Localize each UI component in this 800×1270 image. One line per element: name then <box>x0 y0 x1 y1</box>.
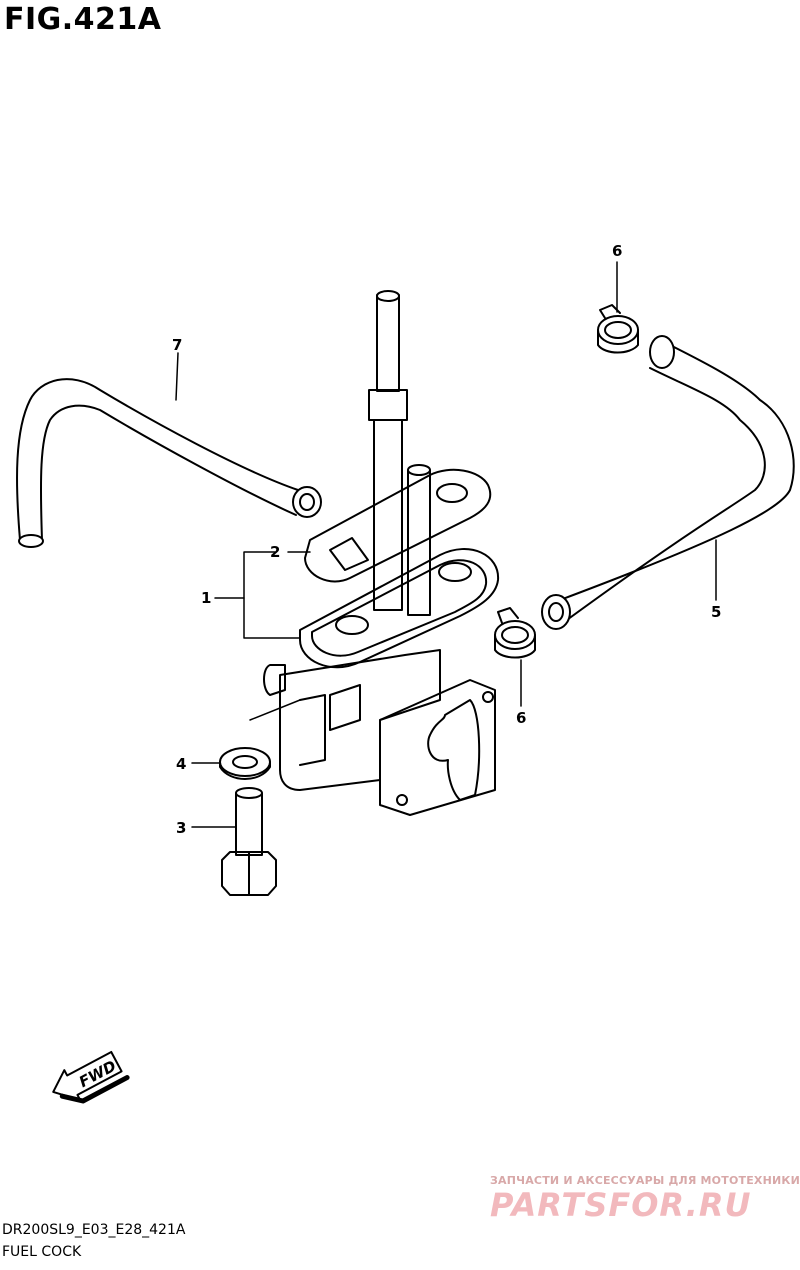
fuel-cock-body[interactable] <box>263 290 500 816</box>
diagram-caption: FUEL COCK <box>2 1244 82 1260</box>
watermark-tagline: ЗАПЧАСТИ И АКСЕССУАРЫ ДЛЯ МОТОТЕХНИКИ <box>490 1174 800 1187</box>
callouts: 7 2 1 4 3 6 5 6 <box>172 242 721 837</box>
watermark-logo: PARTSFOR.RU <box>490 1186 752 1224</box>
screw-3[interactable] <box>221 787 277 896</box>
diagram-code: DR200SL9_E03_E28_421A <box>2 1222 186 1238</box>
washer-4[interactable] <box>219 747 271 780</box>
callout-6-lower: 6 <box>516 709 526 727</box>
callout-3: 3 <box>176 819 186 837</box>
leader-lines <box>175 261 717 828</box>
callout-2: 2 <box>270 543 280 561</box>
callout-5: 5 <box>711 603 721 621</box>
clamp-6-upper[interactable] <box>597 304 639 354</box>
figure-title: FIG.421A <box>4 2 162 37</box>
fwd-arrow-icon: FWD <box>52 1050 130 1104</box>
callout-7: 7 <box>172 336 182 354</box>
callout-4: 4 <box>176 755 186 773</box>
hose-5[interactable] <box>541 335 795 630</box>
callout-6-upper: 6 <box>612 242 622 260</box>
callout-1: 1 <box>201 589 211 607</box>
clamp-6-lower[interactable] <box>494 607 536 659</box>
hose-7[interactable] <box>16 378 322 548</box>
